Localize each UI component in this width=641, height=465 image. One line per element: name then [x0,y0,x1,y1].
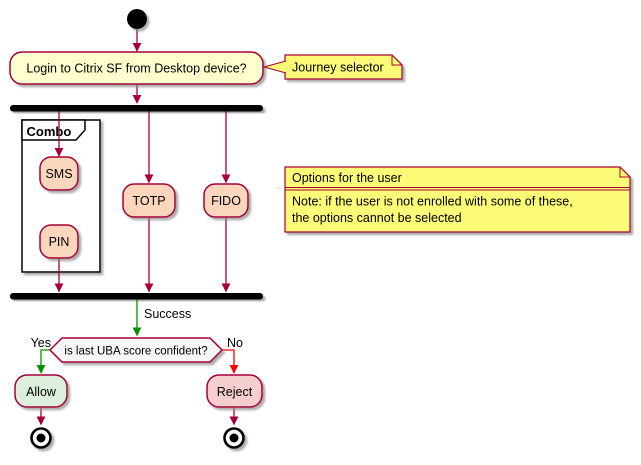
login-activity [9,51,264,85]
options-note [284,166,631,233]
journey-note [284,54,403,80]
no-edge-label: No [227,336,243,350]
fork-bar [10,105,263,112]
success-edge-label: Success [144,307,191,321]
join-bar [10,293,263,300]
end-node-reject-dot [229,433,239,443]
journey-note-pointer-border [262,60,287,74]
journey-note-fold-icon [391,55,402,66]
fido-label: FIDO [211,194,241,208]
decision-diamond [48,337,224,363]
reject-label: Reject [217,385,253,399]
pin-activity [39,224,79,259]
options-note-title: Options for the user [292,171,402,185]
sms-label: SMS [45,167,72,181]
reject-activity [206,374,263,408]
login-label: Login to Citrix SF from Desktop device? [26,62,246,76]
options-note-fold-icon [619,167,630,178]
sms-activity [39,156,79,191]
edge-decision-no-to-reject [222,349,239,374]
combo-partition-label: Combo [27,124,72,139]
yes-edge-label: Yes [31,336,51,350]
pin-label: PIN [49,235,70,249]
totp-label: TOTP [132,194,165,208]
journey-note-label: Journey selector [292,61,384,75]
allow-label: Allow [26,385,57,399]
start-node [127,9,147,29]
totp-activity [122,183,176,218]
end-node-allow-dot [36,433,46,443]
edge-decision-yes-to-allow [36,349,50,374]
options-note-body-line2: the options cannot be selected [292,211,462,225]
journey-note-pointer [264,61,286,73]
allow-activity [14,374,68,408]
fido-activity [203,183,249,218]
combo-partition-tab [21,119,86,141]
options-note-body-line1: Note: if the user is not enrolled with s… [292,195,573,209]
options-note-separator [285,187,630,191]
decision-label: is last UBA score confident? [64,346,207,358]
